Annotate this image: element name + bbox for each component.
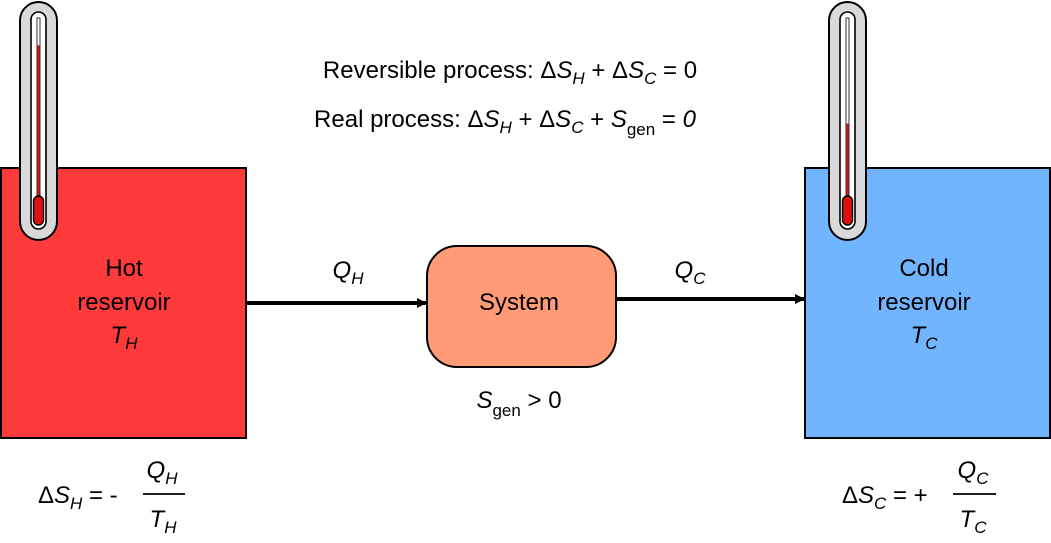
system-box (426, 245, 617, 368)
reversible-process-equation: Reversible process: ΔSH + ΔSC = 0 (323, 57, 697, 88)
hot-reservoir-temperature: TH (111, 322, 139, 353)
cold-entropy-change-denominator: TC (960, 506, 988, 537)
cold-reservoir-label-line2: reservoir (877, 289, 970, 316)
hot-entropy-change-numerator: QH (147, 457, 179, 488)
hot-thermometer-liquid (37, 45, 40, 200)
hot-thermometer-icon (19, 1, 58, 241)
system-label: System (479, 289, 559, 316)
cold-thermometer-liquid (846, 123, 849, 200)
cold-reservoir-label-line1: Cold (899, 255, 948, 282)
cold-reservoir-temperature: TC (911, 322, 939, 353)
hot-entropy-change-denominator: TH (150, 506, 178, 537)
heat-in-label: QH (333, 257, 365, 288)
hot-reservoir-label-line2: reservoir (77, 289, 170, 316)
hot-reservoir-label-line1: Hot (105, 255, 143, 282)
hot-entropy-change-lhs: ΔSH = - (38, 482, 118, 513)
cold-thermometer-icon (828, 1, 867, 241)
cold-entropy-change-numerator: QC (958, 457, 990, 488)
system-entropy-generation: Sgen > 0 (476, 387, 561, 420)
cold-entropy-change-lhs: ΔSC = + (842, 482, 928, 513)
real-process-equation: Real process: ΔSH + ΔSC + Sgen = 0 (314, 106, 697, 139)
heat-out-label: QC (675, 257, 707, 288)
